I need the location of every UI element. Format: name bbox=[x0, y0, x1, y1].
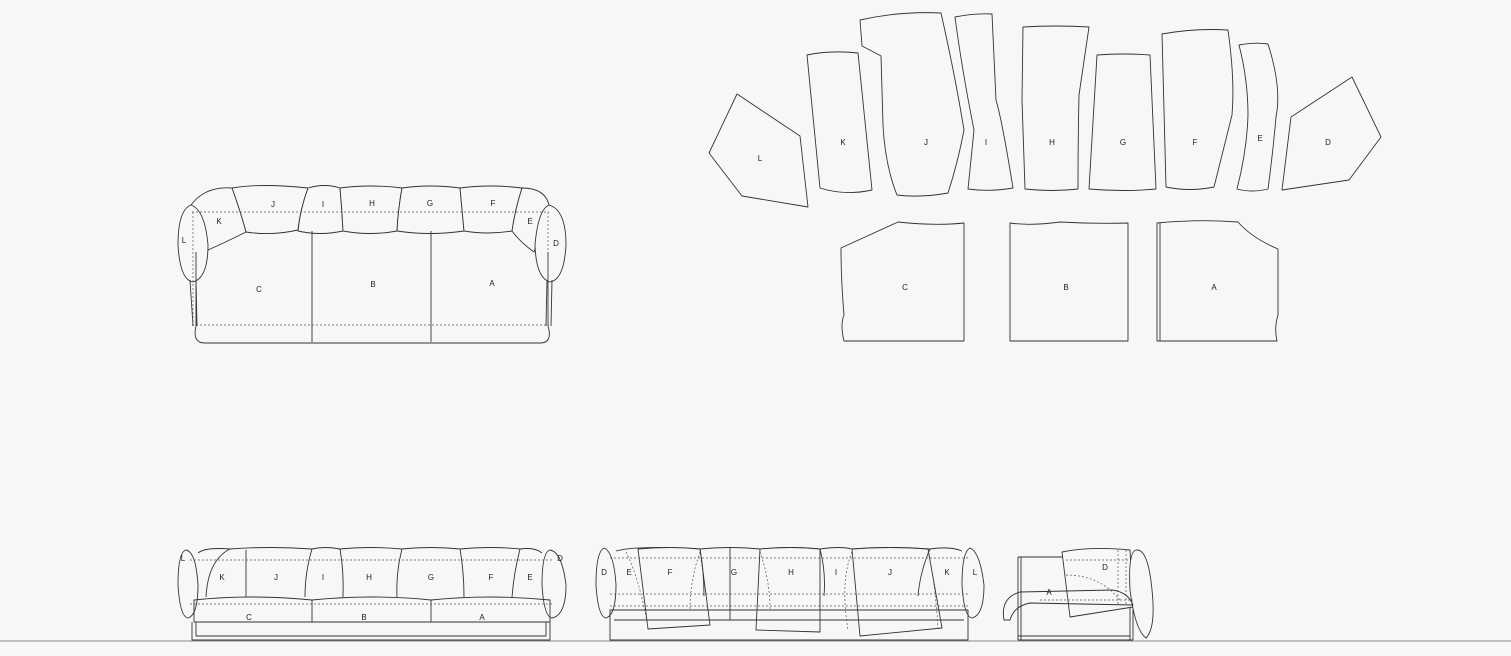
elev-arm-left bbox=[177, 549, 199, 619]
piece-G bbox=[1088, 53, 1157, 191]
back-elev-label-F: F bbox=[668, 568, 673, 577]
side-elev-frame bbox=[1017, 556, 1134, 641]
elev-label-H: H bbox=[366, 573, 372, 582]
piece-label-I: I bbox=[985, 138, 987, 147]
elev-label-D: D bbox=[557, 554, 563, 563]
back-elev-arm-right bbox=[961, 547, 985, 619]
elev-back-div-6 bbox=[511, 548, 521, 598]
front-label-F: F bbox=[491, 199, 496, 208]
back-elev-label-K: K bbox=[944, 568, 950, 577]
back-elev-label-G: G bbox=[731, 568, 737, 577]
back-elev-div bbox=[699, 547, 931, 620]
elev-back-cushions bbox=[197, 547, 543, 554]
elev-back-div-5 bbox=[459, 548, 465, 598]
elev-label-L: L bbox=[181, 554, 186, 563]
piece-C bbox=[840, 221, 965, 342]
elev-label-J: J bbox=[274, 573, 278, 582]
elev-back-div-2 bbox=[304, 548, 313, 598]
arm-leg-right bbox=[545, 279, 553, 327]
back-elev-label-E: E bbox=[626, 568, 631, 577]
cover-pattern-pieces: L K J I H G F E D C B A bbox=[708, 12, 1382, 342]
elev-seat bbox=[193, 596, 551, 623]
elev-label-C: C bbox=[246, 613, 252, 622]
front-label-I: I bbox=[322, 200, 324, 209]
side-elev-label-D: D bbox=[1102, 563, 1108, 572]
piece-A bbox=[1156, 220, 1279, 342]
elev-label-K: K bbox=[219, 573, 225, 582]
back-elev-arm-left bbox=[595, 547, 617, 619]
front-label-B: B bbox=[370, 280, 375, 289]
piece-label-E: E bbox=[1257, 134, 1262, 143]
seat-body bbox=[194, 252, 550, 344]
back-elev-piece-F bbox=[637, 547, 711, 630]
back-cushion-G bbox=[396, 185, 465, 234]
front-label-G: G bbox=[427, 199, 433, 208]
back-cushion-H bbox=[339, 185, 403, 234]
piece-label-K: K bbox=[840, 138, 846, 147]
front-label-C: C bbox=[256, 285, 262, 294]
sofa-back-elevation: D E F G H I J K L bbox=[595, 546, 985, 641]
piece-label-F: F bbox=[1193, 138, 1198, 147]
front-label-E: E bbox=[527, 217, 532, 226]
elev-arm-right bbox=[541, 549, 567, 619]
back-elev-piece-J bbox=[851, 547, 943, 637]
elev-label-G: G bbox=[428, 573, 434, 582]
piece-F bbox=[1161, 29, 1234, 190]
piece-label-J: J bbox=[924, 138, 928, 147]
back-elev-label-D: D bbox=[601, 568, 607, 577]
elev-back-div-7 bbox=[205, 548, 231, 598]
piece-B bbox=[1009, 221, 1129, 342]
side-elev-back bbox=[1061, 547, 1134, 618]
side-back-E bbox=[511, 187, 550, 253]
sofa-front-view: J I H G F L K E D C B A bbox=[177, 185, 567, 344]
elev-label-F: F bbox=[489, 573, 494, 582]
piece-H bbox=[1021, 25, 1090, 191]
side-elev-dash bbox=[1040, 550, 1133, 606]
back-elev-piece-H bbox=[755, 547, 821, 633]
back-elev-dash-4 bbox=[625, 551, 939, 631]
elev-label-A: A bbox=[479, 613, 485, 622]
piece-E bbox=[1236, 42, 1279, 192]
piece-D bbox=[1281, 76, 1382, 191]
side-elev-label-A: A bbox=[1046, 588, 1052, 597]
front-label-A: A bbox=[489, 279, 495, 288]
piece-K bbox=[806, 51, 873, 193]
elev-back-div-4 bbox=[396, 548, 403, 598]
piece-label-A: A bbox=[1211, 283, 1217, 292]
elev-label-B: B bbox=[361, 613, 366, 622]
piece-L bbox=[708, 93, 809, 208]
elev-back-div-3 bbox=[339, 548, 344, 598]
side-elev-arm bbox=[1129, 549, 1154, 639]
piece-I bbox=[954, 13, 1014, 191]
piece-label-D: D bbox=[1325, 138, 1331, 147]
back-elev-label-H: H bbox=[788, 568, 794, 577]
back-elev-label-L: L bbox=[973, 568, 978, 577]
back-elev-base bbox=[609, 609, 969, 641]
back-elev-label-I: I bbox=[835, 568, 837, 577]
piece-label-H: H bbox=[1049, 138, 1055, 147]
front-label-K: K bbox=[216, 217, 222, 226]
back-elev-label-J: J bbox=[888, 568, 892, 577]
front-label-D: D bbox=[553, 239, 559, 248]
armrest-D bbox=[534, 204, 567, 283]
side-elev-seat bbox=[1002, 589, 1134, 621]
piece-J bbox=[859, 12, 965, 197]
front-label-L: L bbox=[182, 236, 187, 245]
elev-frame bbox=[191, 622, 551, 641]
front-label-H: H bbox=[369, 199, 375, 208]
piece-label-L: L bbox=[758, 154, 763, 163]
elev-label-E: E bbox=[527, 573, 532, 582]
sofa-side-elevation: D A bbox=[1002, 547, 1154, 641]
piece-label-C: C bbox=[902, 283, 908, 292]
front-label-J: J bbox=[271, 200, 275, 209]
sofa-front-elevation: L K J I H G F E D C B A bbox=[177, 547, 567, 641]
piece-label-G: G bbox=[1120, 138, 1126, 147]
elev-label-I: I bbox=[322, 573, 324, 582]
piece-label-B: B bbox=[1063, 283, 1068, 292]
